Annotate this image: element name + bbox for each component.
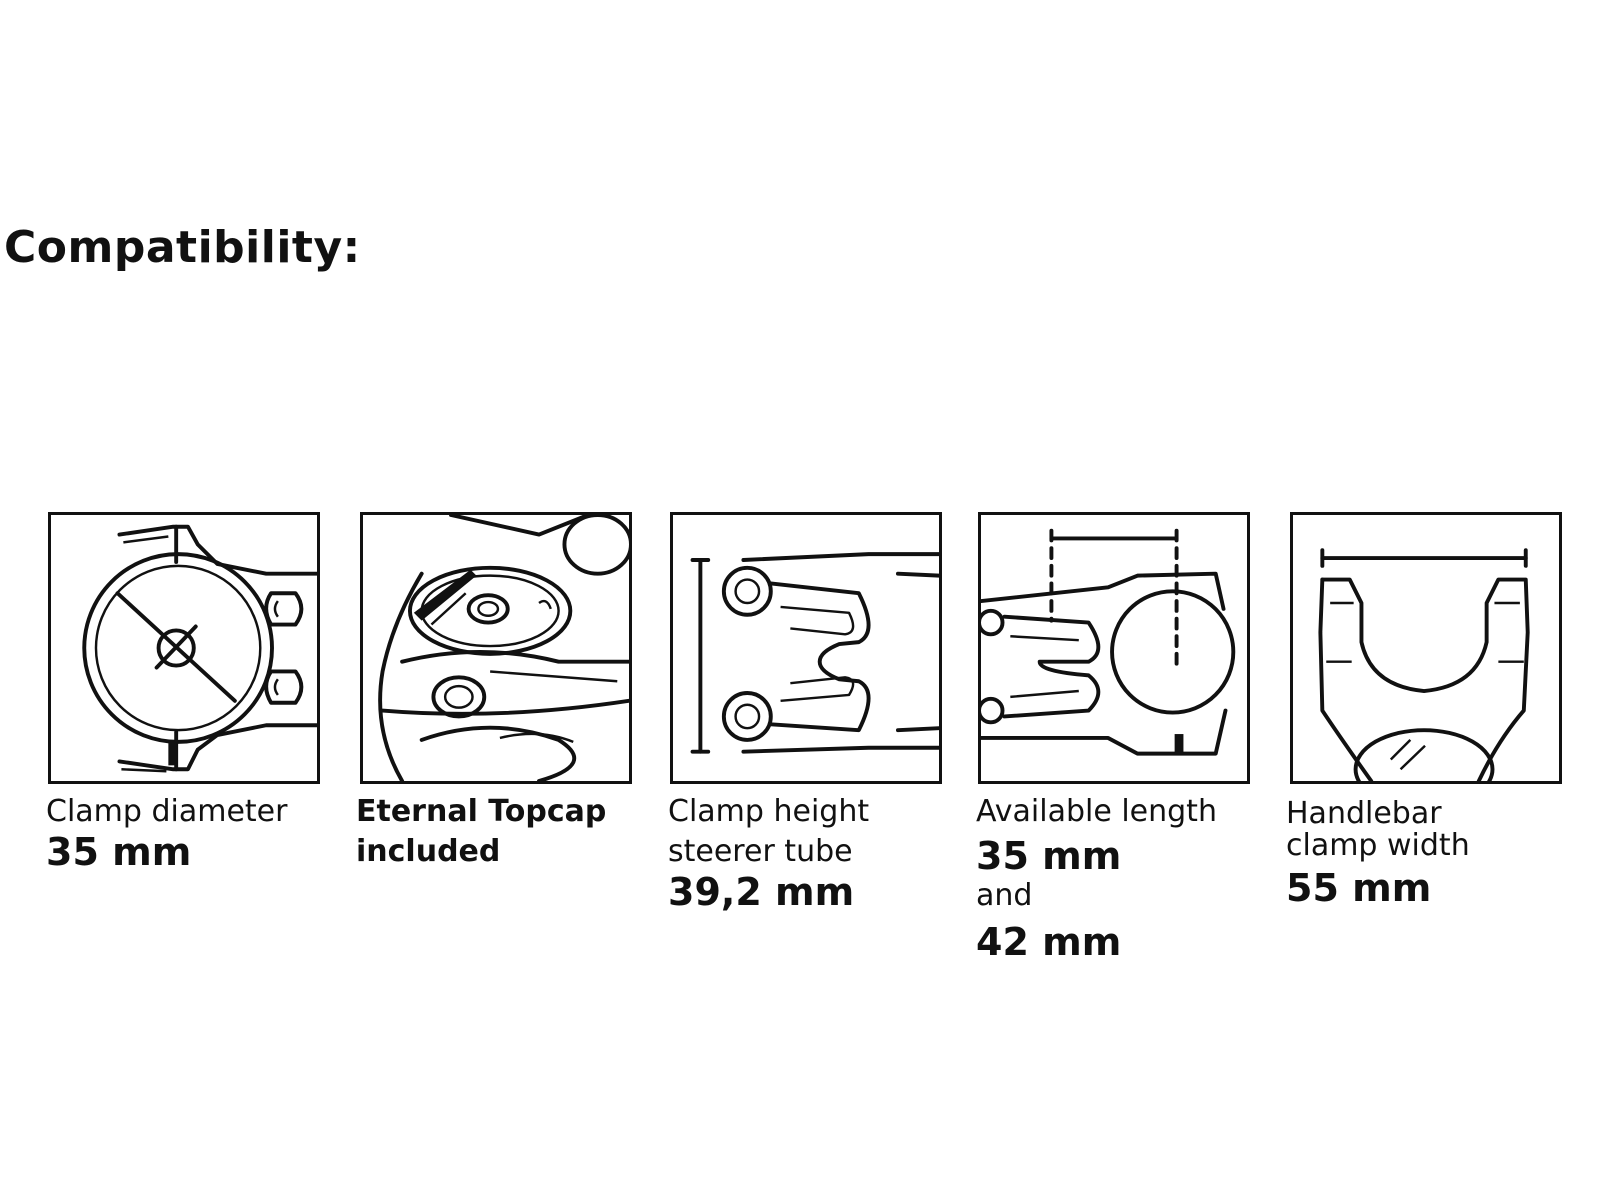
steerer-tube-label: steerer tube	[668, 834, 853, 869]
handlebar-clamp-width-value: 55 mm	[1286, 866, 1432, 910]
eternal-topcap-included: included	[356, 834, 501, 869]
clamp-height-label: Clamp height	[668, 794, 870, 829]
clamp-height-value: 39,2 mm	[668, 870, 855, 914]
available-length-caption: Available length 35 mm and 42 mm	[976, 792, 1217, 962]
eternal-topcap-illustration	[360, 512, 632, 784]
handlebar-clamp-width-illustration	[1290, 512, 1562, 784]
section-title: Compatibility:	[4, 222, 361, 273]
eternal-topcap-caption: Eternal Topcap included	[356, 792, 606, 872]
available-length-value-1: 35 mm	[976, 834, 1122, 878]
clamp-diameter-caption: Clamp diameter 35 mm	[46, 792, 287, 872]
clamp-diameter-illustration	[48, 512, 320, 784]
clamp-height-caption: Clamp height steerer tube 39,2 mm	[668, 792, 869, 912]
handlebar-label: Handlebar	[1286, 796, 1442, 831]
clamp-width-label: clamp width	[1286, 828, 1470, 863]
available-length-label: Available length	[976, 794, 1217, 829]
clamp-height-illustration	[670, 512, 942, 784]
available-length-illustration	[978, 512, 1250, 784]
available-length-connector: and	[976, 878, 1033, 913]
available-length-value-2: 42 mm	[976, 920, 1122, 964]
clamp-diameter-value: 35 mm	[46, 830, 192, 874]
eternal-topcap-label: Eternal Topcap	[356, 794, 607, 829]
clamp-diameter-label: Clamp diameter	[46, 794, 288, 829]
handlebar-clamp-width-caption: Handlebar clamp width 55 mm	[1286, 796, 1470, 910]
